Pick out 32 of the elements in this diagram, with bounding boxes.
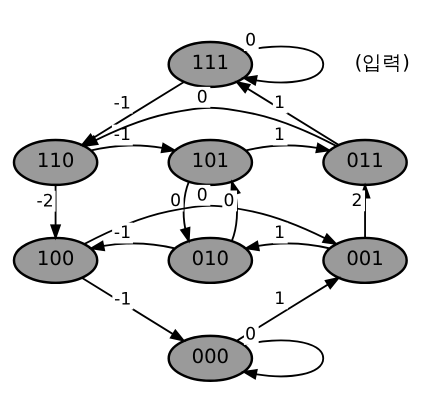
- edge-label: 1: [274, 125, 284, 146]
- node-ellipse: 100: [12, 236, 98, 284]
- arrow: [245, 142, 332, 154]
- node-ellipse: 001: [322, 236, 408, 284]
- edge-label: 0: [196, 185, 208, 206]
- node-ellipse: 110: [12, 138, 98, 186]
- edge-label: 1: [274, 289, 285, 309]
- edge-label: 1: [274, 93, 285, 114]
- arrow: [90, 142, 177, 154]
- edge-label: 0: [196, 88, 208, 108]
- arrow: [88, 240, 174, 252]
- edge-label: -2: [36, 191, 54, 212]
- label: (입력): [354, 51, 410, 74]
- arrow: [81, 277, 186, 342]
- arrow: [50, 185, 61, 240]
- edge-label: 1: [274, 223, 285, 244]
- edge-label: -1: [114, 289, 131, 310]
- arrow: [236, 276, 340, 342]
- edge-label: 0: [170, 191, 181, 212]
- arrow: [242, 240, 329, 252]
- edge-label: 0: [244, 30, 256, 51]
- edge-label: 2: [351, 190, 362, 211]
- node-ellipse: 101: [166, 138, 253, 186]
- arrow: [179, 182, 190, 244]
- edge-label: -1: [113, 93, 130, 114]
- edge-label: 0: [244, 324, 256, 345]
- edge-label: 0: [223, 191, 234, 212]
- arrow: [240, 339, 324, 380]
- edge-label: -1: [113, 223, 131, 244]
- node-ellipse: 011: [322, 138, 408, 186]
- node-ellipse: 010: [166, 236, 253, 284]
- arrow: [240, 46, 324, 86]
